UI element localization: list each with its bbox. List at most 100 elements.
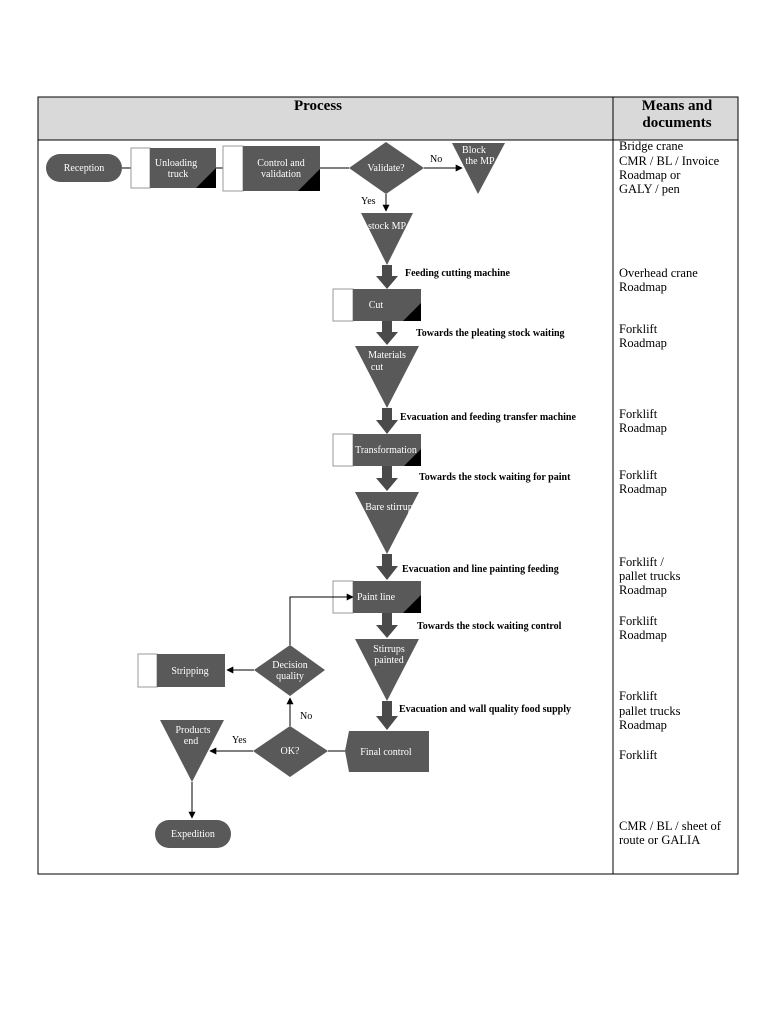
final-control-box	[345, 731, 429, 772]
means-reception-4: GALY / pen	[619, 182, 681, 196]
control-operation: Control and validation	[222, 145, 320, 192]
transfer-arrow-feeding-cutting	[376, 265, 398, 289]
validate-label: Validate?	[367, 163, 405, 174]
means-evac-transfer-2: Roadmap	[619, 421, 667, 435]
products-label-1: Products	[176, 725, 211, 736]
transformation-label: Transformation	[355, 445, 417, 456]
unloading-corner-mark	[196, 168, 216, 188]
decision-label-2: quality	[276, 671, 304, 682]
means-evac-line-painting-3: Roadmap	[619, 583, 667, 597]
means-towards-pleating-1: Forklift	[619, 322, 658, 336]
cut-label: Cut	[369, 300, 384, 311]
stripping-tab	[137, 653, 158, 688]
transfer-head	[376, 332, 398, 345]
ok-no-label: No	[300, 711, 312, 722]
feeding-cutting-label: Feeding cutting machine	[405, 268, 511, 279]
stock-mp: stock MP	[361, 213, 413, 265]
evac-line-painting-label: Evacuation and line painting feeding	[402, 564, 559, 575]
ok-decision: OK?	[253, 726, 328, 777]
ok-yes-label: Yes	[232, 735, 247, 746]
means-evac-wall-quality-2: pallet trucks	[619, 704, 681, 718]
reception-node: Reception	[46, 154, 122, 182]
bare-stirrup-stock: Bare stirrup	[355, 492, 419, 554]
table-border	[37, 96, 739, 875]
control-tab	[222, 145, 244, 192]
validate-diamond	[349, 142, 424, 194]
expedition-node: Expedition	[155, 820, 231, 848]
means-feeding-cutting-2: Roadmap	[619, 280, 667, 294]
ok-diamond	[253, 726, 328, 777]
means-towards-pleating-2: Roadmap	[619, 336, 667, 350]
means-column: Bridge crane CMR / BL / Invoice Roadmap …	[619, 139, 722, 847]
transfer-arrow-towards-control	[376, 613, 398, 638]
control-label-1: Control and	[257, 158, 305, 169]
block-mp-stock: Block the MP	[452, 143, 505, 194]
decision-quality-diamond	[254, 645, 325, 696]
towards-paint-label: Towards the stock waiting for paint	[419, 472, 571, 483]
transfer-arrow-evac-line-painting	[376, 554, 398, 580]
stock-mp-triangle	[361, 213, 413, 265]
stripping-label: Stripping	[171, 666, 208, 677]
products-label-2: end	[184, 736, 198, 747]
paint-line-label: Paint line	[357, 592, 396, 603]
transfer-head	[376, 478, 398, 491]
ok-label: OK?	[281, 746, 300, 757]
validate-no-label: No	[430, 154, 442, 165]
stirrups-painted-stock: Stirrups painted	[355, 639, 419, 701]
control-corner-mark	[298, 169, 320, 191]
means-column-header-line2: documents	[642, 115, 711, 131]
means-towards-paint-1: Forklift	[619, 468, 658, 482]
cut-corner-mark	[403, 303, 421, 321]
means-evac-wall-quality-3: Roadmap	[619, 718, 667, 732]
means-evac-line-painting-2: pallet trucks	[619, 569, 681, 583]
towards-pleating-label: Towards the pleating stock waiting	[416, 328, 565, 339]
unloading-label-2: truck	[168, 169, 189, 180]
expedition-label: Expedition	[171, 829, 215, 840]
stirrups-label-2: painted	[374, 655, 403, 666]
transfer-shaft	[382, 613, 392, 627]
bare-stirrup-label: Bare stirrup	[365, 502, 413, 513]
process-table: Process Means and documents	[37, 96, 739, 875]
final-control-operation: Final control	[345, 731, 429, 772]
transfer-shaft	[382, 321, 392, 334]
evac-wall-quality-label: Evacuation and wall quality food supply	[399, 704, 571, 715]
final-control-label: Final control	[360, 747, 412, 758]
transfer-shaft	[382, 701, 392, 718]
transfer-shaft	[382, 408, 392, 422]
reception-label: Reception	[64, 163, 105, 174]
means-final-control-1: Forklift	[619, 748, 658, 762]
means-reception-3: Roadmap or	[619, 168, 681, 182]
means-reception-1: Bridge crane	[619, 139, 684, 153]
means-evac-line-painting-1: Forklift /	[619, 555, 664, 569]
block-label-2: the MP	[465, 156, 495, 167]
unloading-operation: Unloading truck	[130, 147, 216, 189]
block-label-1: Block	[462, 145, 486, 156]
means-towards-control-1: Forklift	[619, 614, 658, 628]
decision-label-1: Decision	[272, 660, 308, 671]
means-towards-control-2: Roadmap	[619, 628, 667, 642]
transfer-shaft	[382, 554, 392, 568]
materials-cut-stock: Materials cut	[355, 346, 419, 408]
means-evac-transfer-1: Forklift	[619, 407, 658, 421]
means-towards-paint-2: Roadmap	[619, 482, 667, 496]
transfer-head	[376, 276, 398, 289]
transfer-shaft	[382, 466, 392, 480]
means-expedition-1: CMR / BL / sheet of	[619, 819, 722, 833]
transfer-arrow-evac-transfer	[376, 408, 398, 434]
expedition-terminal	[155, 820, 231, 848]
unloading-tab	[130, 147, 151, 189]
means-column-header-line1: Means and	[642, 98, 713, 114]
evac-transfer-label: Evacuation and feeding transfer machine	[400, 412, 576, 423]
reception-terminal	[46, 154, 122, 182]
stripping-box	[157, 654, 225, 687]
means-expedition-2: route or GALIA	[619, 833, 700, 847]
stock-mp-label: stock MP	[368, 221, 407, 232]
transfer-arrow-evac-wall-quality	[376, 701, 398, 730]
transfer-arrow-towards-paint	[376, 466, 398, 491]
paint-line-corner-mark	[403, 595, 421, 613]
transformation-operation: Transformation	[332, 433, 421, 467]
means-evac-wall-quality-1: Forklift	[619, 689, 658, 703]
products-end-triangle	[160, 720, 224, 782]
decision-quality: Decision quality	[254, 645, 325, 696]
transformation-corner-mark	[404, 449, 421, 466]
